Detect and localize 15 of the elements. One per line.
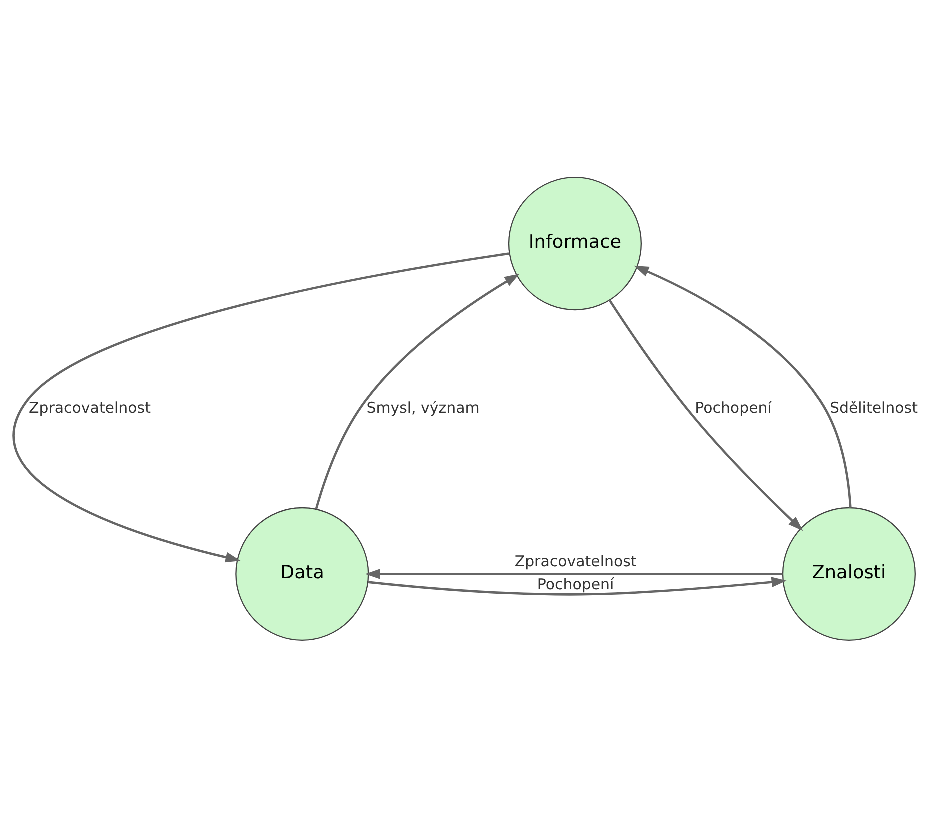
edge-label: Smysl, význam xyxy=(366,398,480,417)
edge-label: Zpracovatelnost xyxy=(514,552,637,571)
node-circle: Data xyxy=(236,507,370,641)
node-circle: Znalosti xyxy=(782,507,916,641)
arrow xyxy=(12,252,510,563)
arrow xyxy=(365,568,783,580)
arrow xyxy=(368,577,787,596)
node-circle: Informace xyxy=(508,177,642,311)
edge-label: Pochopení xyxy=(695,398,772,417)
arrow xyxy=(634,266,852,508)
edge-label: Sdělitelnost xyxy=(830,398,918,417)
edge-label: Zpracovatelnost xyxy=(29,398,151,417)
edge-label: Pochopení xyxy=(537,576,614,594)
arrow xyxy=(608,300,804,532)
arrow xyxy=(315,274,520,510)
